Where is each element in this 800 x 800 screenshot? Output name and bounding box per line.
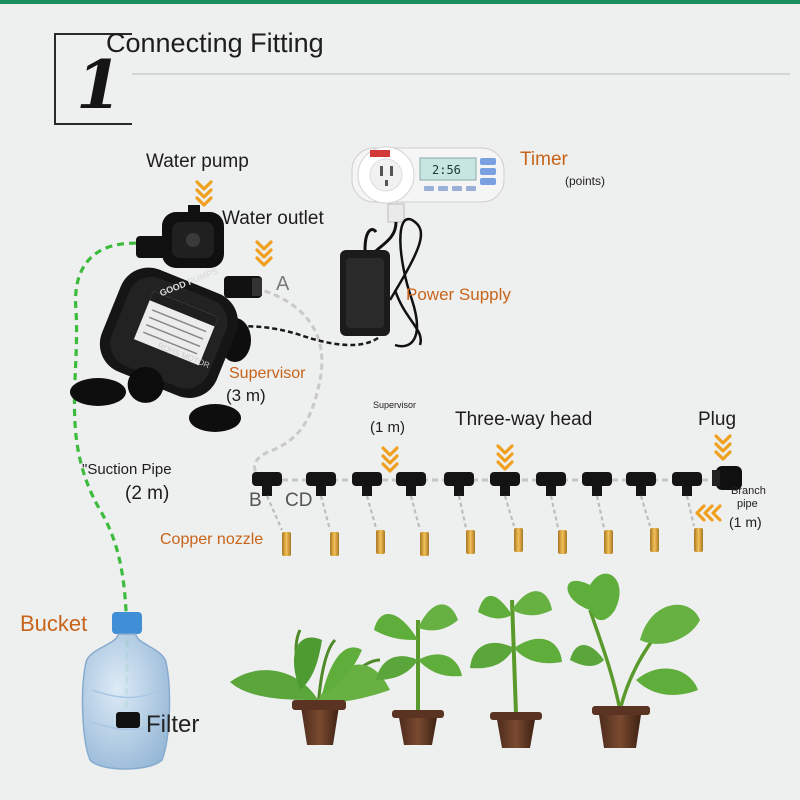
supervisor-small-length: (1 m) <box>370 419 405 436</box>
supervisor-main-label: Supervisor <box>229 365 306 382</box>
branch-pipe-label-1: Branch <box>731 485 766 497</box>
filter <box>116 712 140 728</box>
double-chevron-down-icon <box>255 240 273 267</box>
branch-pipe-label-2: pipe <box>737 498 758 510</box>
top-accent-bar <box>0 0 800 4</box>
copper-nozzles <box>282 528 703 556</box>
suction-pipe-label: "Suction Pipe <box>82 461 172 478</box>
bucket-label: Bucket <box>20 611 88 636</box>
double-chevron-down-icon <box>195 180 213 207</box>
branch-pipes <box>265 495 696 531</box>
water-bucket <box>81 612 171 770</box>
timer-device <box>351 146 505 204</box>
page-title: Connecting Fitting <box>106 28 324 58</box>
point-a-label: A <box>276 273 290 295</box>
copper-nozzle-label: Copper nozzle <box>160 531 264 548</box>
timer-display: 2:56 <box>432 163 461 177</box>
power-supply-adapter <box>340 217 423 348</box>
power-supply-label: Power Supply <box>406 285 511 304</box>
water-pump <box>70 205 262 432</box>
three-way-head-label: Three-way head <box>455 409 593 430</box>
supervisor-small-label: Supervisor <box>373 400 417 410</box>
timer-plug <box>370 203 405 256</box>
three-way-heads <box>252 472 702 496</box>
manifold <box>252 466 742 556</box>
timer-label: Timer <box>520 149 568 170</box>
supervisor-main-length: (3 m) <box>226 386 266 405</box>
point-cd-label: CD <box>285 490 313 511</box>
double-chevron-left-icon <box>695 504 722 522</box>
plant-3 <box>470 591 562 748</box>
supervisor-pipe <box>253 286 324 480</box>
plug-label: Plug <box>698 409 737 430</box>
step-frame <box>54 33 790 125</box>
plant-1 <box>230 629 390 745</box>
plant-4 <box>567 573 700 748</box>
plant-2 <box>374 604 462 745</box>
timer-sub-label: (points) <box>565 174 606 188</box>
double-chevron-down-icon <box>714 434 732 461</box>
point-b-label: B <box>249 490 262 511</box>
end-plug <box>712 466 742 490</box>
filter-label: Filter <box>146 711 200 738</box>
step-number: 1 <box>76 46 122 124</box>
water-pump-label: Water pump <box>146 151 249 172</box>
water-outlet-label: Water outlet <box>222 208 324 229</box>
double-chevron-down-icon <box>496 444 514 471</box>
suction-pipe-length: (2 m) <box>125 483 170 504</box>
double-chevron-down-icon <box>381 446 399 473</box>
branch-pipe-length: (1 m) <box>729 514 762 530</box>
